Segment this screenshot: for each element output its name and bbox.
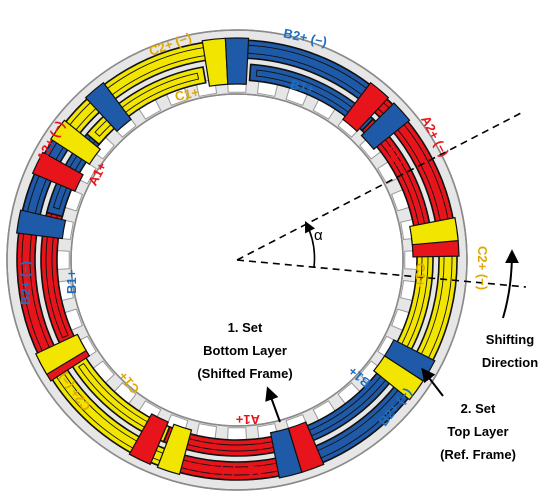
coil-end-block-c: [156, 423, 193, 476]
coil-end-block-c: [409, 216, 459, 246]
label-outer-left-b2: B2+ (−): [18, 261, 33, 305]
label-inner-left-b1: B1+: [64, 269, 79, 294]
annotation-bottom-layer-line-1: 1. Set: [228, 320, 263, 335]
label-inner-top-b1: B1+: [289, 77, 317, 98]
annotation-top-layer: 2. Set Top Layer (Ref. Frame): [440, 401, 516, 462]
coil-end-block-c: [49, 119, 102, 165]
coil-end-block-b: [224, 37, 250, 85]
coil-end-connectors: [15, 37, 460, 479]
coil-end-block-b: [360, 102, 411, 151]
coil-end-block-b: [15, 209, 67, 240]
coil-inner-inner-line: [78, 362, 163, 436]
reference-lines: α: [236, 111, 527, 288]
label-inner-right-c1: C1+: [413, 263, 428, 288]
annotation-shifting-line-2: Direction: [482, 355, 538, 370]
annotation-top-layer-line-2: Top Layer: [447, 424, 508, 439]
coil-end-block-a: [342, 81, 390, 133]
shifted-reference-line: [236, 111, 524, 261]
coil-end-block-a: [31, 151, 84, 193]
annotation-shifting-direction: Shifting Direction: [482, 332, 538, 370]
horizontal-reference-line: [236, 259, 527, 288]
angle-symbol: α: [314, 227, 323, 244]
label-outer-right-c2: C2+ (−): [475, 246, 490, 290]
coil-end-block-b: [269, 427, 303, 479]
annotation-bottom-layer: 1. Set Bottom Layer (Shifted Frame): [197, 320, 292, 381]
curved-arrow-icon: [502, 249, 519, 319]
label-inner-top-c1: C1+: [173, 84, 200, 104]
annotation-shifting-line-1: Shifting: [486, 332, 534, 347]
label-inner-bottom-a1: A1+: [235, 412, 260, 427]
coil-end-block-b: [84, 81, 132, 133]
coil-end-block-a: [287, 421, 325, 474]
coil-end-block-c: [372, 355, 425, 401]
annotation-bottom-layer-line-3: (Shifted Frame): [197, 366, 292, 381]
coil-end-block-c: [35, 333, 87, 376]
annotation-top-layer-line-1: 2. Set: [461, 401, 496, 416]
annotation-top-layer-line-3: (Ref. Frame): [440, 447, 516, 462]
label-outer-bottom-a2: A2+ (−): [220, 463, 264, 478]
bottom-layer-pointer: [265, 386, 281, 423]
top-layer-pointer: [421, 367, 444, 397]
angle-arc: [304, 221, 316, 268]
coil-end-block-a: [128, 413, 170, 466]
annotation-bottom-layer-line-2: Bottom Layer: [203, 343, 287, 358]
